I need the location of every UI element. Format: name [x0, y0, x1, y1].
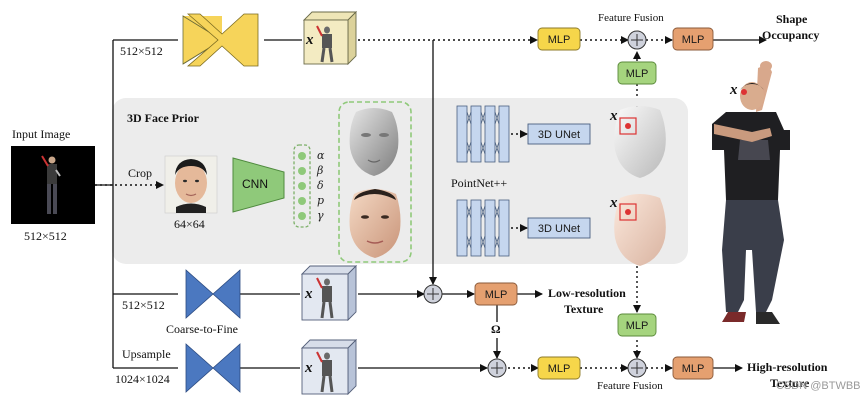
- parameter-vector: [293, 144, 311, 228]
- top-size-label: 512×512: [120, 44, 163, 58]
- gray-face-mesh: [349, 108, 399, 176]
- svg-text:MLP: MLP: [548, 34, 571, 46]
- feature-fusion-bottom-label: Feature Fusion: [597, 380, 663, 392]
- low-res-texture-label-2: Texture: [564, 302, 604, 316]
- param-gamma: γ: [317, 209, 324, 222]
- pointnet-block-top: [456, 105, 510, 163]
- shape-occupancy-label-2: Occupancy: [762, 28, 820, 42]
- yellow-encoder: [182, 13, 259, 67]
- unet-box-bottom: [527, 217, 591, 239]
- fusion-circle-mid: [423, 284, 443, 304]
- input-image-label: Input Image: [12, 127, 71, 141]
- param-delta: δ: [317, 179, 324, 192]
- mlp-top-yellow: MLP: [537, 27, 581, 51]
- mlp-top-orange: MLP: [672, 27, 714, 51]
- shape-occupancy-label-1: Shape: [776, 12, 808, 26]
- svg-text:x: x: [304, 360, 313, 376]
- unet-label-top: 3D UNet: [538, 129, 580, 141]
- mlp-mid-orange: MLP: [474, 282, 518, 306]
- fusion-circle-top: [627, 30, 647, 50]
- mid-size-label: 512×512: [122, 298, 165, 312]
- fusion-circle-bottom-right: [627, 358, 647, 378]
- shape-face: x: [609, 106, 666, 178]
- mlp-bottom-green: MLP: [617, 313, 657, 337]
- pointnet-block-bottom: [456, 199, 510, 257]
- blue-encoder-bottom: [185, 343, 241, 393]
- svg-text:x: x: [609, 108, 618, 124]
- svg-text:x: x: [305, 32, 314, 48]
- high-res-texture-label-1: High-resolution: [747, 360, 828, 374]
- cnn-label: CNN: [242, 177, 268, 191]
- coarse-to-fine-label: Coarse-to-Fine: [166, 322, 238, 336]
- svg-text:MLP: MLP: [626, 68, 649, 80]
- connection-lines: [95, 36, 767, 372]
- cnn-block: [232, 157, 285, 213]
- input-image: [11, 146, 95, 224]
- pointnet-label: PointNet++: [451, 176, 508, 190]
- svg-text:MLP: MLP: [485, 289, 508, 301]
- texture-face: x: [609, 194, 666, 266]
- feature-cube-top: x: [302, 10, 358, 66]
- svg-text:MLP: MLP: [626, 320, 649, 332]
- mlp-top-green: MLP: [617, 61, 657, 85]
- face-size-label: 64×64: [174, 217, 205, 231]
- face-crop: [164, 155, 218, 214]
- textured-face: [349, 189, 401, 258]
- input-size-label: 512×512: [24, 229, 67, 243]
- unet-box-top: [527, 123, 591, 145]
- omega-label: Ω: [491, 322, 501, 336]
- watermark: CSDN @BTWBB: [776, 380, 861, 392]
- svg-text:MLP: MLP: [548, 363, 571, 375]
- feature-cube-mid: x: [300, 264, 358, 322]
- feature-cube-bottom: x: [300, 338, 358, 396]
- face-prior-title: 3D Face Prior: [127, 111, 199, 125]
- svg-text:x: x: [609, 195, 618, 211]
- mlp-bottom-yellow: MLP: [537, 356, 581, 380]
- feature-fusion-top-label: Feature Fusion: [598, 12, 664, 24]
- crop-label: Crop: [128, 166, 152, 180]
- unet-label-bottom: 3D UNet: [538, 223, 580, 235]
- face-model-box: [338, 101, 412, 263]
- blue-encoder-mid: [185, 269, 241, 319]
- svg-text:MLP: MLP: [682, 34, 705, 46]
- svg-text:MLP: MLP: [682, 363, 705, 375]
- param-beta: β: [316, 164, 323, 177]
- fusion-circle-bottom-left: [487, 358, 507, 378]
- high-res-texture-label-2: Texture: [770, 376, 810, 390]
- bottom-size-label: 1024×1024: [115, 372, 170, 386]
- svg-text:x: x: [304, 286, 313, 302]
- reconstructed-human: x: [712, 61, 790, 324]
- svg-text:x: x: [729, 82, 738, 98]
- mlp-bottom-orange: MLP: [672, 356, 714, 380]
- low-res-texture-label-1: Low-resolution: [548, 286, 626, 300]
- param-alpha: α: [317, 149, 325, 162]
- param-p: p: [317, 194, 324, 207]
- upsample-label: Upsample: [122, 347, 171, 361]
